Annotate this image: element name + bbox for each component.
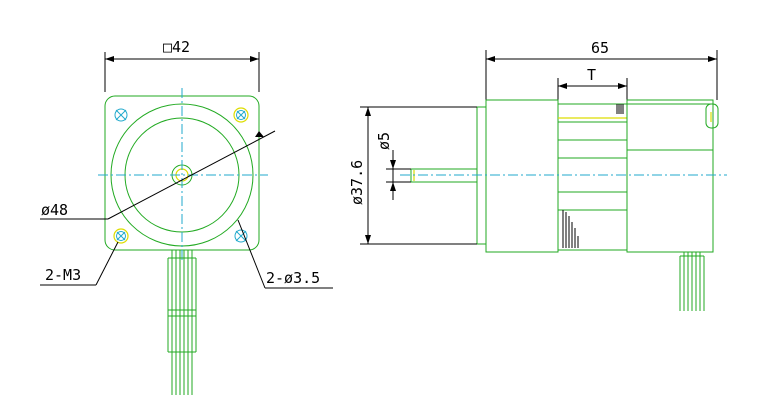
winding-hatch-top <box>616 104 624 114</box>
mount-hole-bottom-right <box>234 229 248 243</box>
dim-flange-diameter <box>360 106 477 245</box>
label-mount-thread: 2-M3 <box>45 266 81 284</box>
leader-pilot-diameter <box>40 130 276 220</box>
side-stator <box>557 103 628 251</box>
label-length-t: T <box>587 66 596 84</box>
winding-hatch-bottom <box>562 210 579 248</box>
side-front-plate <box>485 99 559 253</box>
label-pilot-diameter: ø48 <box>41 201 68 219</box>
label-mount-hole: 2-ø3.5 <box>266 269 320 287</box>
dim-overall-length <box>485 50 718 100</box>
front-lead-wires <box>167 250 197 395</box>
dim-shaft-diameter <box>386 150 411 200</box>
side-rear-cap <box>626 99 714 253</box>
dim-square <box>104 52 260 92</box>
side-view: 65 T <box>348 39 727 311</box>
leader-mount-thread <box>40 241 119 286</box>
leader-mount-hole <box>237 219 333 289</box>
side-lead-wires <box>679 252 705 311</box>
mount-hole-bottom-left <box>113 228 129 244</box>
label-overall-length: 65 <box>591 39 609 57</box>
mount-hole-top-right <box>233 107 249 123</box>
label-square-size: □42 <box>163 38 190 56</box>
front-view: □42 ø48 2-M3 2-ø3.5 <box>40 38 333 395</box>
label-flange-diameter: ø37.6 <box>348 160 366 205</box>
label-shaft-diameter: ø5 <box>375 132 393 150</box>
mount-hole-top-left <box>114 108 128 122</box>
side-rear-bump <box>705 103 719 129</box>
